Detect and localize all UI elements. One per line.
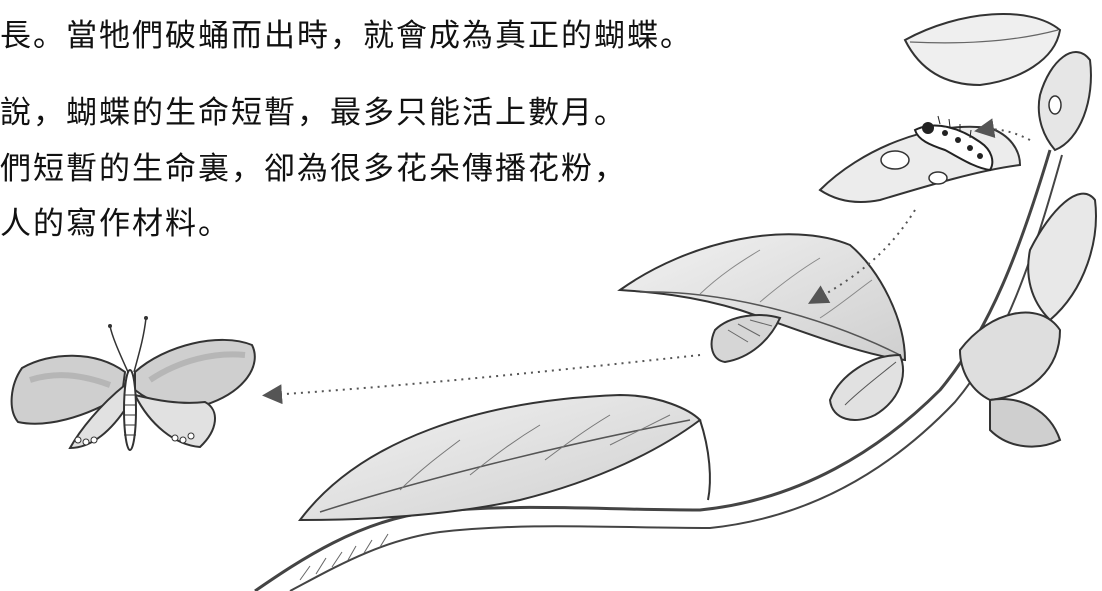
chrysalis-icon xyxy=(710,314,782,364)
leaf-icon xyxy=(297,393,711,522)
chrysalis-icon xyxy=(828,353,904,421)
leaf-icon xyxy=(617,233,907,362)
leaf-icon xyxy=(903,12,1092,152)
leaf-icon xyxy=(958,192,1097,448)
branch-icon xyxy=(254,149,1063,591)
story-line-4: 人的寫作材料。 xyxy=(0,206,231,242)
lifecycle-arrows xyxy=(262,118,1031,405)
caterpillar-icon xyxy=(913,115,994,172)
story-line-1: 長。當牠們破蛹而出時，就會成為真正的蝴蝶。 xyxy=(0,18,693,54)
story-line-2: 說，蝴蝶的生命短暫，最多只能活上數月。 xyxy=(0,95,627,131)
butterfly-icon xyxy=(10,316,256,451)
story-line-3: 們短暫的生命裏，卻為很多花朵傳播花粉， xyxy=(0,151,627,187)
